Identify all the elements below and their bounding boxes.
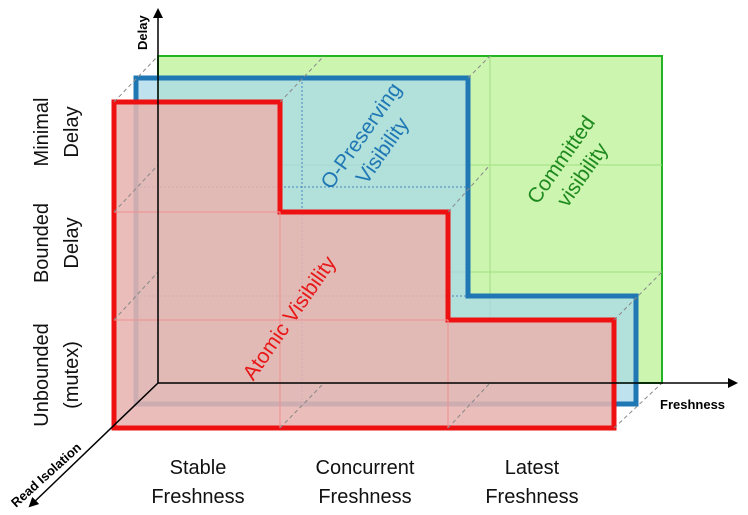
z-axis [28,382,159,508]
y-tick-label-line1: Bounded [31,203,53,283]
y-tick-bounded: Bounded Delay [31,203,83,283]
x-tick-label-line2: Freshness [151,486,244,508]
perspective-guides [113,55,663,429]
y-tick-label-line2: Delay [61,217,83,268]
x-tick-latest: Latest Freshness [485,457,578,508]
y-axis-label: Delay [135,15,150,50]
y-tick-label-line2: (mutex) [61,341,83,409]
x-tick-label-line1: Concurrent [316,457,415,479]
x-tick-label-line1: Latest [505,457,560,479]
y-tick-label-line2: Delay [61,106,83,157]
x-tick-label-line2: Freshness [318,486,411,508]
x-tick-concurrent: Concurrent Freshness [316,457,415,508]
y-tick-label-line1: Minimal [31,98,53,167]
z-axis-label: Read Isolation [8,440,84,511]
atomic-grid [114,211,449,428]
x-tick-label-line1: Stable [170,457,227,479]
x-tick-label-line2: Freshness [485,486,578,508]
x-axis-label: Freshness [660,397,725,412]
y-tick-minimal: Minimal Delay [31,98,83,167]
y-tick-label-line1: Unbounded [31,323,53,426]
y-tick-unbounded: Unbounded (mutex) [31,323,83,426]
x-tick-stable: Stable Freshness [151,457,244,508]
